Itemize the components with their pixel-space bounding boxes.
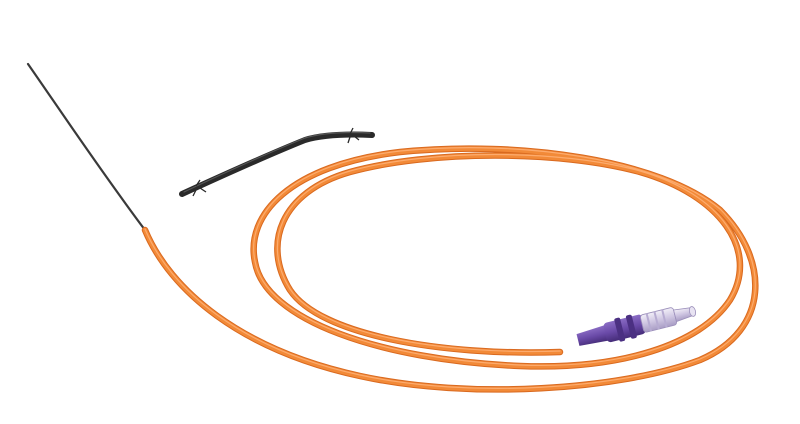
catheter-tubing — [141, 145, 759, 393]
luer-hub — [576, 306, 697, 346]
dilator — [179, 127, 375, 197]
guidewire — [26, 62, 147, 232]
